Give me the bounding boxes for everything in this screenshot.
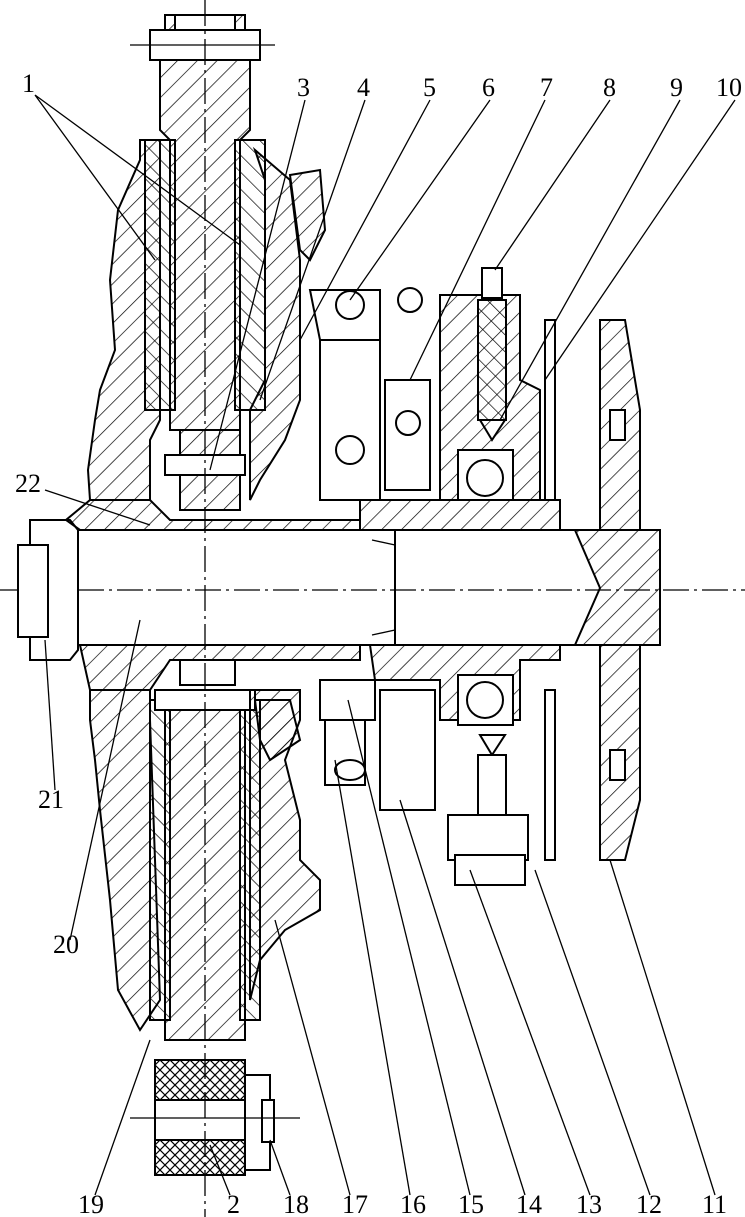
- callout-17: 17: [342, 1190, 368, 1217]
- callout-20: 20: [53, 930, 79, 959]
- callout-11: 11: [702, 1190, 727, 1217]
- main-shaft: [0, 529, 745, 646]
- callout-7: 7: [540, 73, 553, 102]
- callout-1: 1: [22, 69, 35, 98]
- flywheel-housing: [64, 139, 361, 1032]
- release-bearing-assembly: [359, 267, 561, 886]
- callout-labels: 1 3 4 5 6 7 8 9 10 22 21 20 19 2 18 17 1…: [15, 69, 742, 1217]
- pulley: [599, 319, 641, 861]
- callout-16: 16: [400, 1190, 426, 1217]
- callout-14: 14: [516, 1190, 542, 1217]
- shaft-end-nut: [17, 519, 79, 661]
- callout-3: 3: [297, 73, 310, 102]
- callout-2: 2: [227, 1190, 240, 1217]
- callout-19: 19: [78, 1190, 104, 1217]
- leader-lines: [34, 94, 736, 1196]
- callout-15: 15: [458, 1190, 484, 1217]
- callout-10: 10: [716, 73, 742, 102]
- callout-9: 9: [670, 73, 683, 102]
- callout-21: 21: [38, 785, 64, 814]
- callout-6: 6: [482, 73, 495, 102]
- callout-8: 8: [603, 73, 616, 102]
- pressure-plate: [249, 146, 327, 1001]
- callout-5: 5: [423, 73, 436, 102]
- callout-18: 18: [283, 1190, 309, 1217]
- callout-13: 13: [576, 1190, 602, 1217]
- callout-4: 4: [357, 73, 370, 102]
- callout-22: 22: [15, 469, 41, 498]
- bottom-bushing: [130, 1059, 300, 1176]
- callout-12: 12: [636, 1190, 662, 1217]
